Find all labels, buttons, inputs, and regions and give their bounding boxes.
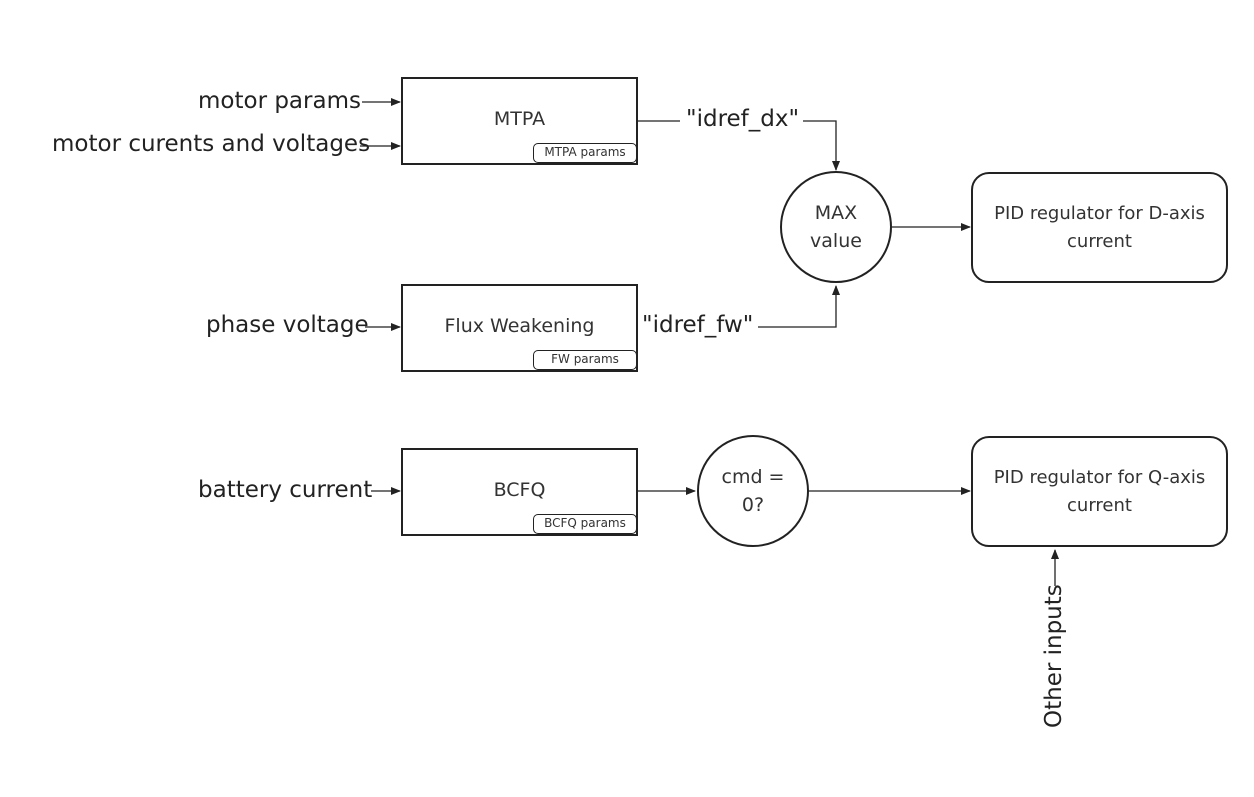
input-label-motor-currents: motor curents and voltages — [52, 131, 371, 157]
cmd-zero-node: cmd = 0? — [697, 435, 809, 547]
arrow-idref-fw — [758, 285, 840, 328]
max-value-node: MAX value — [780, 171, 892, 283]
flux-weakening-label: Flux Weakening — [444, 315, 595, 337]
flux-weakening-block: Flux Weakening FW params — [401, 284, 638, 372]
input-label-battery-current: battery current — [198, 477, 373, 503]
arrow-idref-dx — [803, 120, 840, 171]
signal-label-idref-fw: "idref_fw" — [642, 312, 754, 338]
input-label-motor-params: motor params — [198, 88, 361, 114]
mtpa-params-tag: MTPA params — [533, 143, 637, 163]
bcfq-block: BCFQ BCFQ params — [401, 448, 638, 536]
input-label-phase-voltage: phase voltage — [206, 312, 369, 338]
bcfq-params-tag: BCFQ params — [533, 514, 637, 534]
pid-d-axis-regulator: PID regulator for D-axis current — [971, 172, 1228, 283]
mtpa-block: MTPA MTPA params — [401, 77, 638, 165]
signal-label-idref-dx: "idref_dx" — [686, 106, 800, 132]
input-label-other-inputs: Other inputs — [1041, 584, 1067, 728]
mtpa-label: MTPA — [493, 108, 546, 130]
fw-params-tag: FW params — [533, 350, 637, 370]
bcfq-label: BCFQ — [493, 479, 546, 501]
pid-q-axis-regulator: PID regulator for Q-axis current — [971, 436, 1228, 547]
